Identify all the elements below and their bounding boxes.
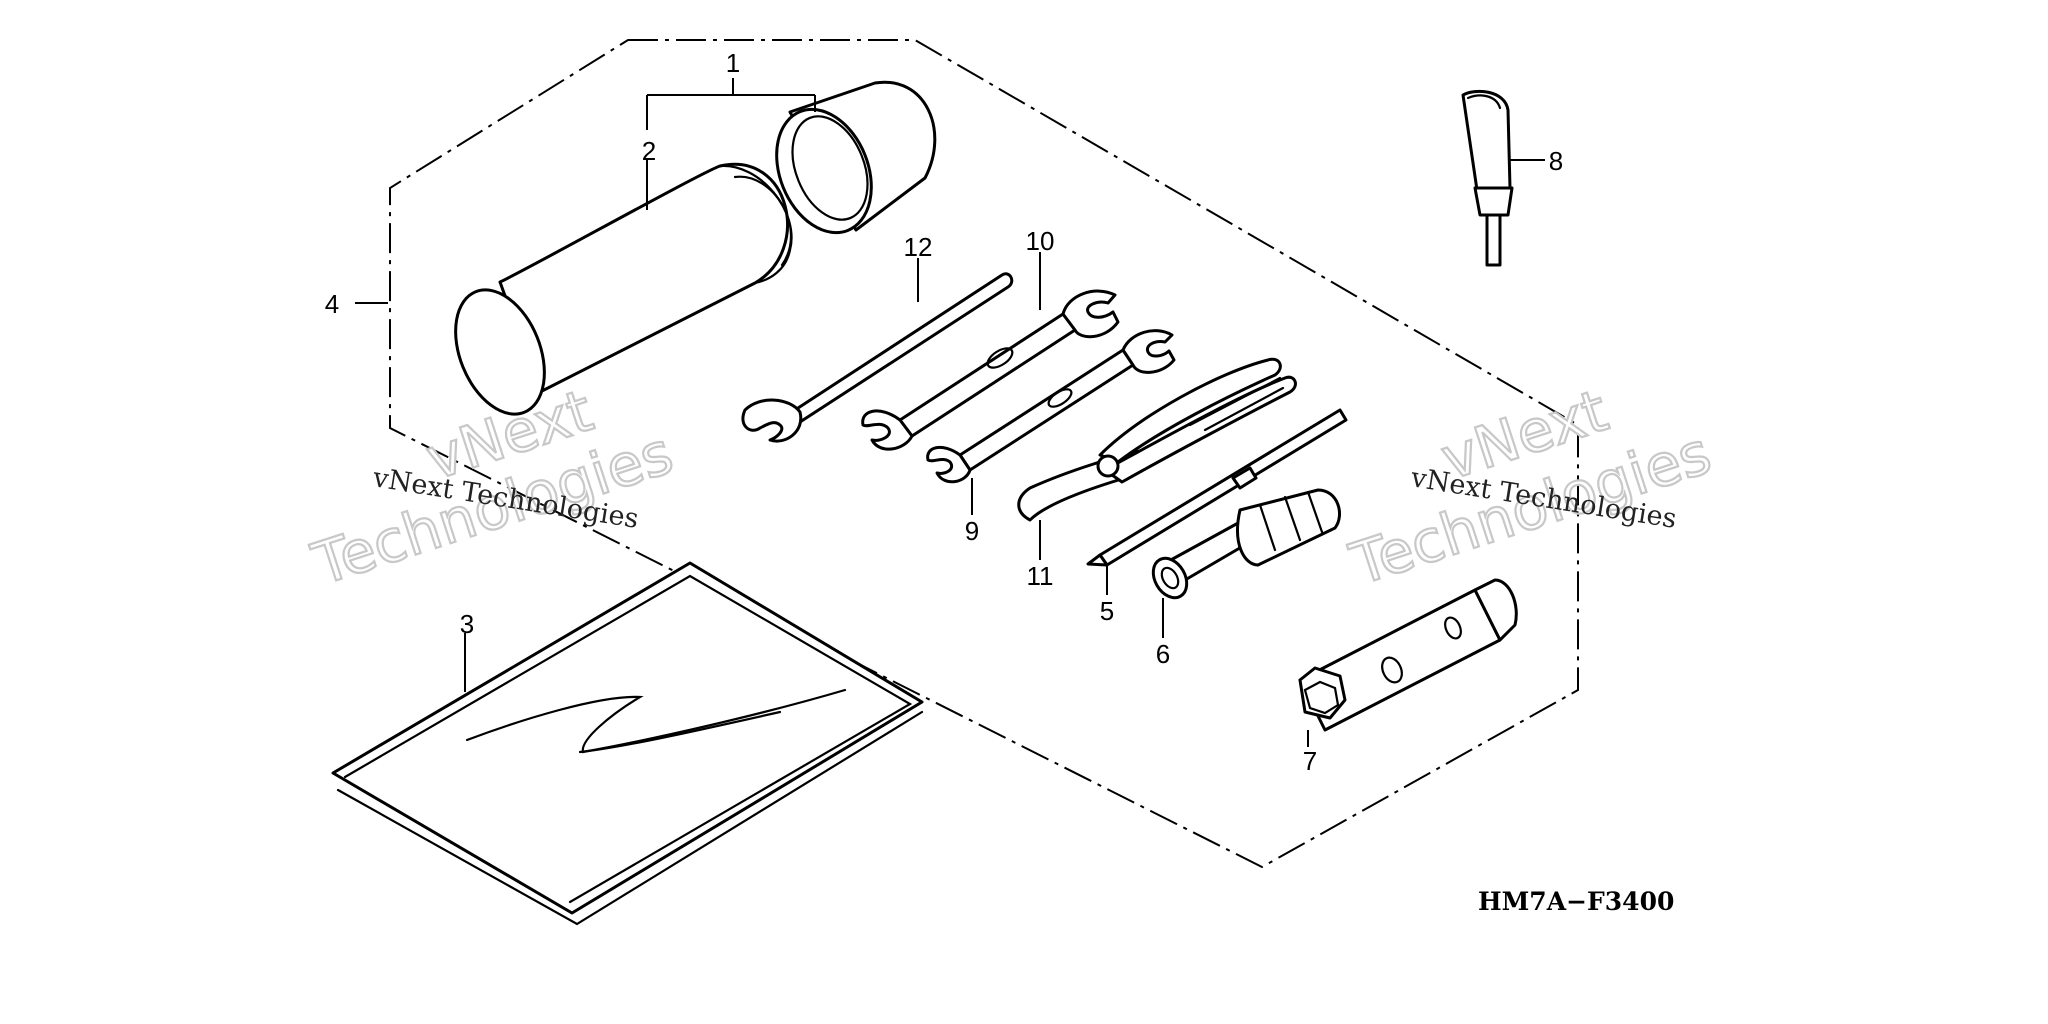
owners-manual	[331, 561, 924, 926]
figure-code: HM7A−F3400	[1478, 887, 1674, 916]
pliers	[1017, 357, 1297, 522]
wrench-10x12	[861, 289, 1120, 451]
callout-3: 3	[460, 609, 474, 639]
callout-4: 4	[325, 289, 339, 319]
callout-2: 2	[642, 136, 656, 166]
callout-12: 12	[904, 232, 933, 262]
watermark-right: vNext Technologies vNext Technologies	[1341, 375, 1720, 600]
callout-9: 9	[965, 516, 979, 546]
plug-wrench	[1298, 578, 1518, 732]
wrench-8x10	[926, 329, 1176, 484]
tool-case-cap	[775, 80, 937, 235]
assembly-frame	[389, 39, 1579, 869]
pin-spanner	[741, 272, 1014, 443]
callout-7: 7	[1303, 746, 1317, 776]
callout-8: 8	[1549, 146, 1563, 176]
callout-11: 11	[1027, 561, 1054, 591]
callout-labels: 1 2 3 4 5 6 7 8 9 10 11 12	[325, 48, 1563, 776]
leader-lines	[355, 78, 1545, 747]
callout-5: 5	[1100, 596, 1114, 626]
watermark-left: vNext Technologies vNext Technologies	[303, 375, 682, 600]
screwdriver-handle	[1151, 488, 1341, 600]
callout-1: 1	[726, 48, 740, 78]
callout-10: 10	[1026, 226, 1055, 256]
tool-case-tube	[454, 162, 793, 416]
screwdriver-blade	[1086, 408, 1348, 567]
screwdriver-grip	[1461, 89, 1514, 267]
callout-6: 6	[1156, 639, 1170, 669]
